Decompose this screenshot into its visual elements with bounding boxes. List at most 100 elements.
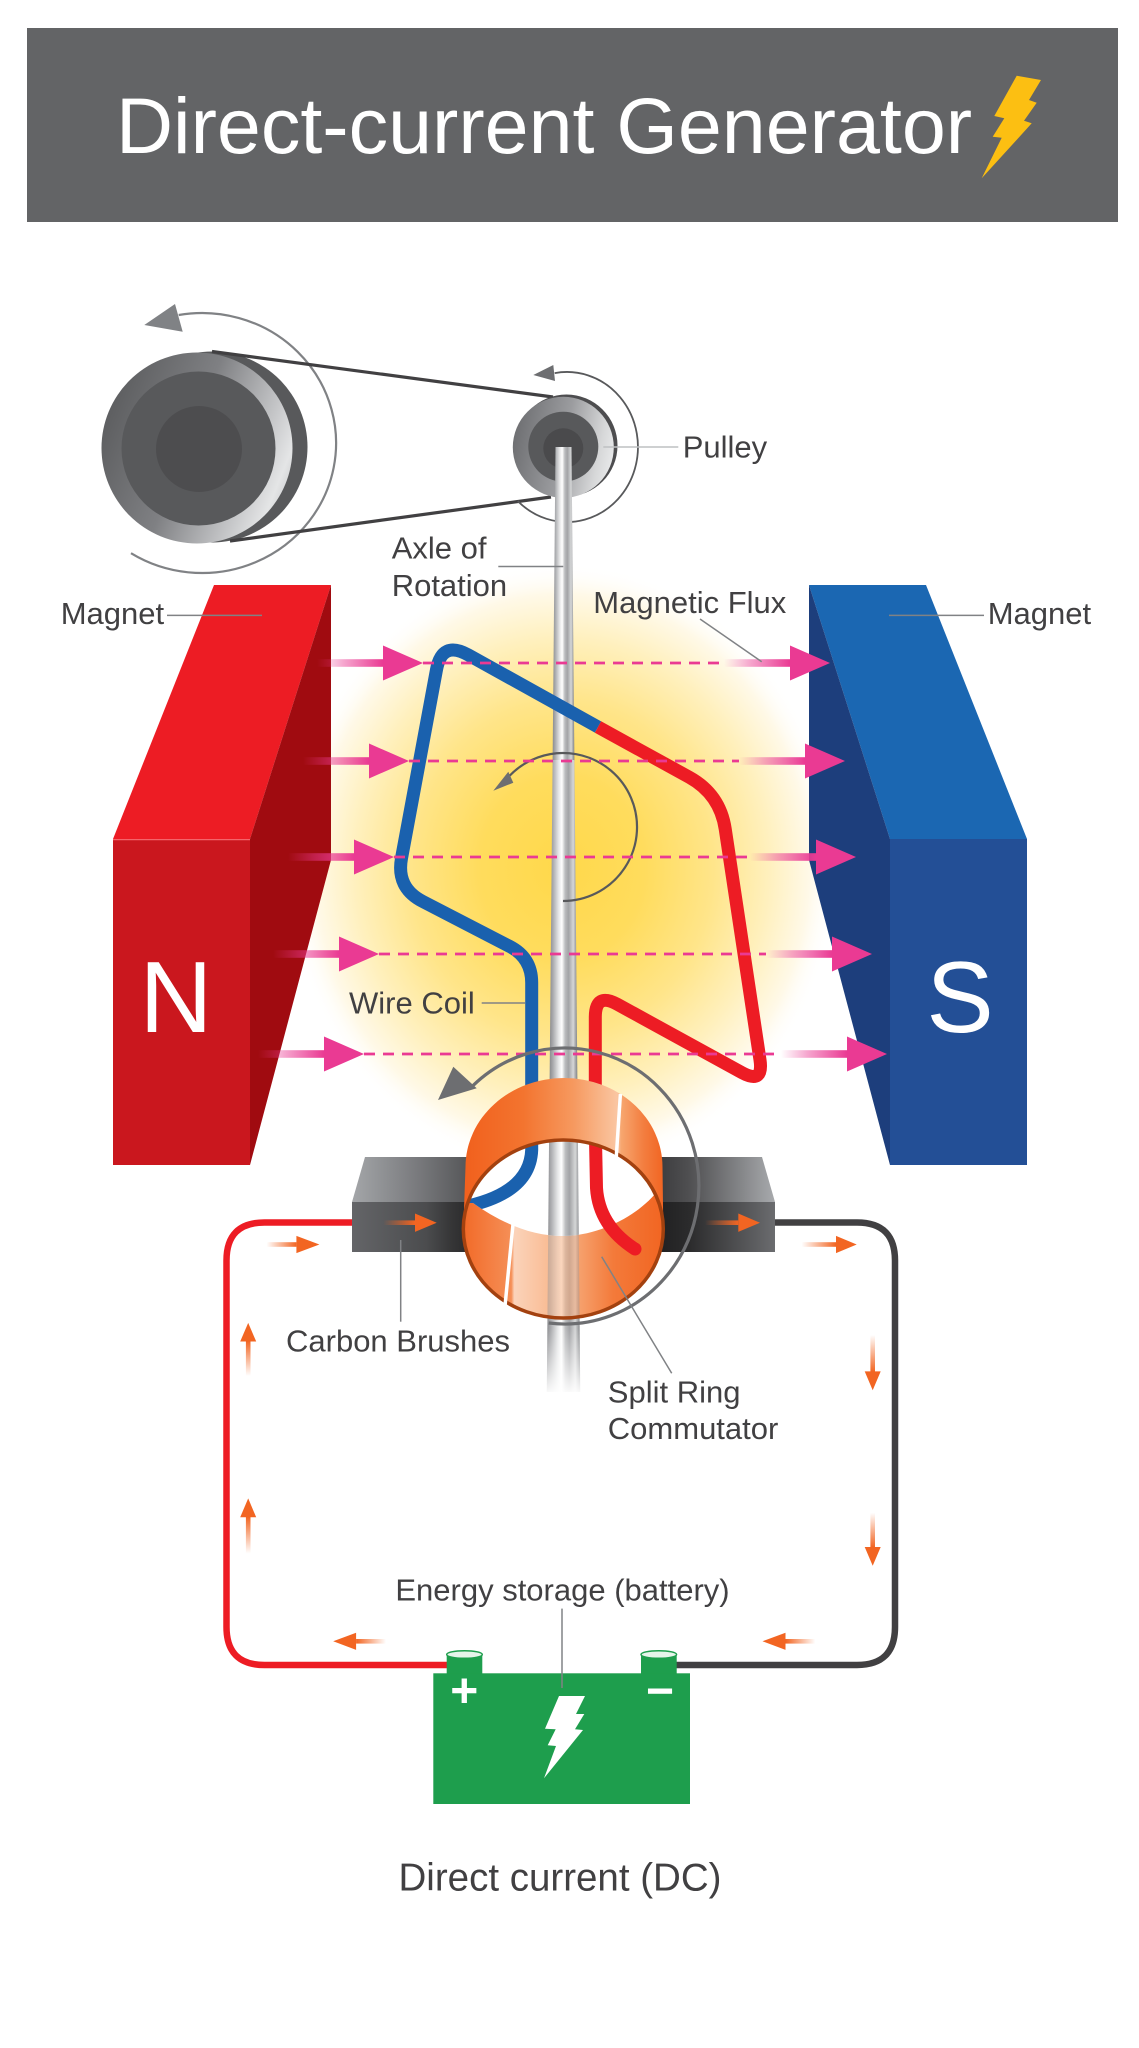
wire-coil-label: Wire Coil: [349, 985, 475, 1020]
commutator-leader-line: [601, 1256, 673, 1374]
flux-arrow-tail: [724, 659, 790, 667]
negative-wire: [676, 1219, 899, 1669]
flux-arrow-tail: [750, 853, 816, 861]
belt-lower-run: [229, 495, 552, 543]
positive-symbol: +: [450, 1665, 478, 1718]
current-arrow-icon: [762, 1632, 786, 1650]
carbon-brush-right: [652, 1157, 775, 1252]
flux-arrow-tail: [303, 757, 369, 765]
split-ring-commutator: [461, 1078, 666, 1320]
rotation-arrow-icon: [438, 1066, 477, 1100]
current-arrow-tail: [383, 1220, 415, 1225]
south-magnet: S: [809, 585, 1027, 1165]
commutator-label-line-2: Commutator: [608, 1411, 779, 1446]
coil-red-segment: [588, 721, 768, 1150]
caption: Direct current (DC): [398, 1857, 721, 1900]
axle-inside-commutator: [546, 1140, 581, 1236]
flux-arrowhead-icon: [369, 743, 409, 779]
current-arrow-icon: [738, 1213, 760, 1232]
battery-terminal-negative: [641, 1654, 677, 1675]
brush-front-face: [652, 1202, 775, 1252]
rotation-arrow-icon: [144, 304, 183, 332]
title-banner: Direct-current Generator: [27, 28, 1118, 222]
current-arrow-icon: [240, 1322, 257, 1342]
flux-arrowhead-icon: [339, 936, 379, 972]
north-magnet: N: [113, 585, 331, 1165]
current-arrow-icon: [836, 1235, 857, 1254]
current-arrow-icon: [333, 1632, 357, 1650]
flux-arrow-tail: [288, 853, 354, 861]
current-arrow-icon: [864, 1547, 881, 1566]
rotation-arrow-icon: [493, 771, 514, 791]
flux-arrow-tail: [317, 659, 383, 667]
page-title: Direct-current Generator: [116, 81, 972, 170]
battery-label: Energy storage (battery): [395, 1573, 729, 1608]
coil-blue-segment: [394, 643, 602, 1150]
drive-pulley-hub: [156, 406, 242, 492]
flux-arrowhead-icon: [832, 936, 872, 972]
coil-rotation-arc: [508, 751, 639, 903]
commutator-label-line-1: Split Ring: [608, 1375, 741, 1410]
south-magnet-label: Magnet: [988, 596, 1092, 631]
current-arrow-tail: [266, 1242, 297, 1247]
battery-terminal-positive: [446, 1654, 483, 1675]
current-arrow-tail: [245, 1341, 251, 1376]
belt-upper-run: [211, 349, 554, 399]
current-arrow-icon: [864, 1371, 881, 1391]
flux-arrow-tail: [739, 757, 805, 765]
current-arrow-tail: [705, 1220, 739, 1225]
flux-arrow-tail: [766, 950, 832, 958]
rotation-arrow-icon: [533, 365, 555, 381]
current-arrow-tail: [785, 1639, 816, 1644]
flux-arrow-tail: [273, 950, 339, 958]
flux-arrowhead-icon: [324, 1036, 364, 1072]
brush-front-face: [352, 1202, 476, 1252]
commutator-split-gap-top: [614, 1093, 623, 1159]
title-bar: [27, 28, 1118, 222]
brush-top-face: [652, 1157, 775, 1202]
coil-blue-lead: [466, 1140, 539, 1213]
current-arrow-icon: [296, 1235, 320, 1254]
flux-arrowhead-icon: [805, 743, 845, 779]
commutator-split-gap-bottom: [503, 1213, 516, 1307]
battery-terminal-cap: [445, 1649, 484, 1660]
negative-symbol: −: [646, 1665, 674, 1718]
pulley: [512, 365, 639, 523]
battery: + −: [433, 1608, 690, 1804]
wire-coil: [394, 643, 768, 1150]
drive-pulley-rotation-arc: [130, 311, 338, 575]
drive-pulley-face-group: [101, 352, 293, 544]
lightning-bolt-icon: [544, 1696, 585, 1779]
battery-terminal-cap: [640, 1649, 678, 1660]
commutator-rim: [461, 1138, 666, 1320]
axle-label-line-2: Rotation: [392, 568, 507, 603]
axle-label-line-1: Axle of: [392, 530, 487, 565]
positive-wire: [223, 1219, 449, 1669]
magnetic-flux-leader-line: [699, 618, 763, 663]
flux-arrow-tail: [781, 1050, 847, 1058]
current-arrow-icon: [240, 1498, 257, 1518]
labels: Pulley Axle of Rotation Magnet Magnet Ma…: [61, 430, 1092, 1608]
flux-arrowhead-icon: [816, 839, 856, 875]
axle-middle-section: [549, 760, 578, 1081]
drive-belt: [211, 349, 554, 543]
commutator-interior: [463, 1140, 664, 1318]
south-magnet-front-face: [890, 839, 1027, 1165]
north-pole-letter: N: [140, 942, 213, 1054]
current-arrow-tail: [801, 1242, 836, 1247]
north-magnet-front-face: [113, 839, 250, 1165]
coil-rotation-indicator: [493, 751, 639, 903]
south-pole-letter: S: [926, 942, 993, 1054]
north-magnet-side-face: [250, 585, 331, 1165]
flux-arrowhead-icon: [383, 645, 423, 681]
south-magnet-top-face: [809, 585, 1027, 839]
commutator-rotation-indicator: [438, 1046, 701, 1326]
lightning-bolt-icon: [981, 75, 1041, 179]
flux-arrowhead-icon: [354, 839, 394, 875]
north-magnet-top-face: [113, 585, 331, 839]
carbon-brush-left: [352, 1157, 476, 1252]
axle-end-fade: [540, 1328, 588, 1396]
current-arrow-tail: [870, 1512, 875, 1548]
flux-arrow-tail: [258, 1050, 324, 1058]
